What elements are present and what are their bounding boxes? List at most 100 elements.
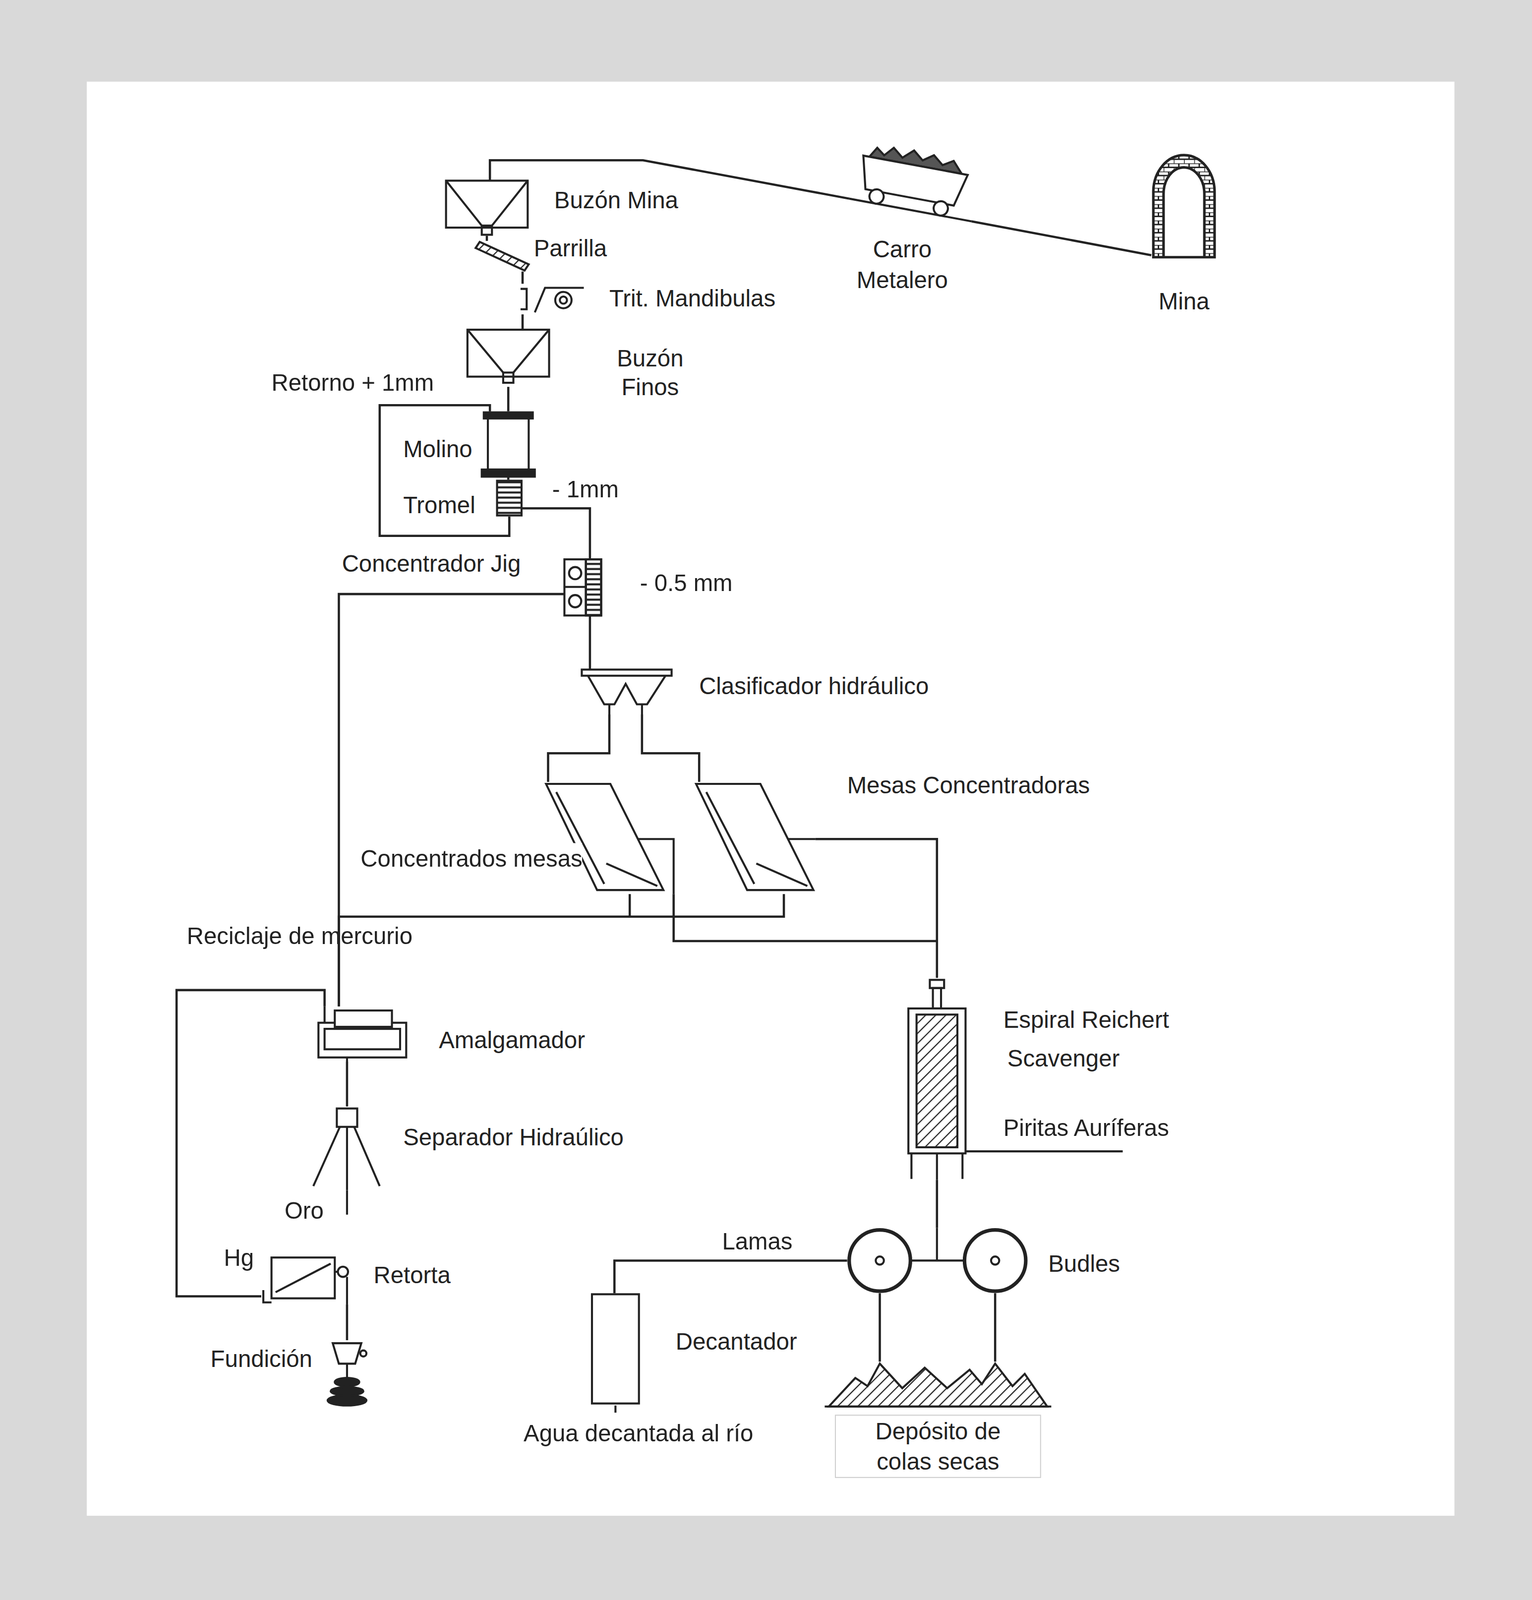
jaw-crusher-symbol <box>555 292 572 309</box>
hydraulic-classifier <box>588 675 666 705</box>
equipment-node: Buzón Finos <box>467 329 550 387</box>
fines-bin <box>467 329 550 373</box>
equipment-node: Amalgamador <box>316 1006 409 1062</box>
equipment-label: Fundición <box>210 1345 313 1373</box>
hydraulic-separator <box>336 1108 357 1127</box>
tailings-pile <box>824 1405 1052 1408</box>
equipment-label: Concentrador Jig <box>342 550 522 579</box>
jig-symbol <box>564 559 586 616</box>
equipment-node: Molino <box>481 411 535 477</box>
jig-symbol <box>564 559 601 616</box>
equipment-label: Buzón Mina <box>554 186 679 215</box>
ore-cart <box>932 199 950 217</box>
buddle-circles <box>849 1228 1026 1292</box>
settling-tank <box>591 1294 640 1404</box>
flow-line <box>673 838 938 978</box>
equipment-label: Molino <box>403 435 473 464</box>
equipment-label: Mesas Concentradoras <box>847 771 1091 800</box>
jig-symbol <box>564 559 601 616</box>
equipment-node: Mina <box>1151 153 1217 258</box>
shaking-tables <box>696 783 814 890</box>
flow-line <box>176 990 325 1297</box>
pyrite-leader <box>965 1150 1123 1153</box>
ore-bin <box>446 180 529 228</box>
shaking-tables <box>545 783 816 894</box>
flow-line <box>521 314 525 330</box>
shaking-tables <box>545 783 664 890</box>
flow-label: Retorno + 1mm <box>271 369 435 398</box>
trommel-screen <box>497 480 522 516</box>
reichert-spiral <box>911 1153 963 1180</box>
settling-tank <box>614 1405 617 1413</box>
flow-label: - 0.5 mm <box>640 569 733 598</box>
amalgamator <box>318 1006 407 1062</box>
equipment-label: Buzón Finos <box>616 344 684 402</box>
flow-line <box>936 1179 939 1229</box>
equipment-node: Decantador <box>590 1293 641 1406</box>
hydraulic-separator <box>346 1189 349 1215</box>
flow-line <box>346 1304 349 1341</box>
smelting-crucible <box>327 1395 367 1406</box>
equipment-node: Tromel <box>495 479 523 517</box>
equipment-node: Espiral ReichertScavenger <box>904 977 970 1180</box>
reichert-spiral <box>908 1008 966 1154</box>
equipment-node: Carro Metalero <box>849 138 972 223</box>
hydraulic-classifier <box>581 669 672 715</box>
jaw-crusher-symbol <box>520 289 527 310</box>
fines-bin <box>467 329 550 377</box>
reichert-spiral <box>929 979 944 988</box>
hydraulic-classifier <box>581 669 672 676</box>
smelting-crucible <box>346 1363 349 1378</box>
flow-label: Lamas <box>721 1228 793 1256</box>
ore-bin <box>446 180 529 235</box>
equipment-label: Trit. Mandibulas <box>609 284 776 313</box>
equipment-node: Budles <box>847 1228 1027 1294</box>
jaw-crusher-symbol <box>520 288 585 313</box>
retort <box>263 1290 272 1303</box>
retort <box>337 1266 349 1278</box>
flow-line <box>880 1293 996 1362</box>
ore-cart <box>868 187 885 205</box>
jig-symbol <box>569 567 582 580</box>
equipment-label: Depósito de colas secas <box>834 1414 1042 1478</box>
flow-line <box>338 893 784 1006</box>
fines-bin <box>467 329 550 383</box>
flow-line <box>614 1260 847 1294</box>
flow-line <box>338 593 565 1007</box>
ball-mill <box>481 469 535 477</box>
equipment-node: Trit. Mandibulas <box>516 283 587 315</box>
equipment-node: Buzón Mina <box>446 180 529 236</box>
equipment-node: Depósito de colas secas <box>826 1361 1050 1480</box>
jig-symbol <box>569 594 582 608</box>
flow-line <box>521 271 525 285</box>
equipment-label: Decantador <box>675 1327 798 1356</box>
flow-line <box>522 508 590 560</box>
amalgamator <box>334 1010 392 1027</box>
smelting-crucible <box>360 1350 367 1357</box>
mine-tunnel <box>1153 155 1215 258</box>
settling-tank <box>591 1294 640 1413</box>
buddle-circles <box>875 1256 884 1265</box>
flow-label: - 1mm <box>552 475 619 504</box>
amalgamator <box>324 1028 401 1050</box>
ore-bin <box>446 180 529 226</box>
equipment-label: Espiral Reichert <box>1003 1006 1170 1035</box>
amalgamator <box>318 1022 407 1058</box>
equipment-label: Mina <box>1158 288 1210 316</box>
annotation: Hg <box>223 1243 254 1272</box>
tailings-pile <box>824 1363 1052 1407</box>
smelting-crucible <box>330 1387 364 1396</box>
flow-line <box>589 615 592 670</box>
tailings-pile <box>828 1363 1048 1407</box>
hydraulic-separator <box>313 1126 380 1191</box>
equipment-node: Clasificador hidráulico <box>581 669 672 715</box>
reichert-spiral <box>916 1014 958 1148</box>
annotation: Piritas Auríferas <box>1003 1114 1170 1143</box>
buddle-circles <box>964 1230 1026 1292</box>
ball-mill <box>481 412 535 477</box>
amalgamator <box>324 1006 348 1062</box>
equipment-label: Parrilla <box>533 234 607 263</box>
flow-line <box>379 405 510 536</box>
